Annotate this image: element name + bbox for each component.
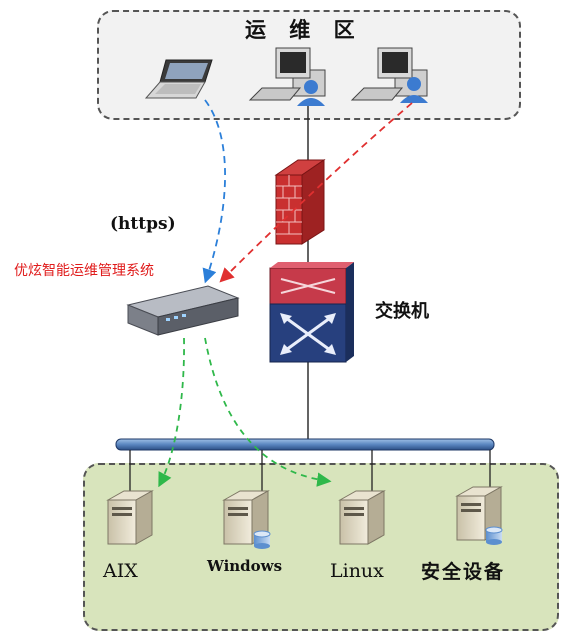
server-icon xyxy=(106,490,154,545)
switch-icon xyxy=(269,262,354,363)
green-flow-arrow-linux xyxy=(204,337,332,487)
workstation-icon xyxy=(248,47,326,106)
management-system-label: 优炫智能运维管理系统 xyxy=(14,263,154,279)
network-bus xyxy=(115,438,495,451)
server-label-windows: Windows xyxy=(207,557,283,575)
appliance-icon xyxy=(126,285,240,336)
database-icon xyxy=(485,526,503,545)
server-icon xyxy=(338,490,386,545)
server-label-aix: AIX xyxy=(103,560,138,582)
server-label-linux: Linux xyxy=(330,560,384,582)
green-flow-arrow-aix xyxy=(158,337,185,488)
switch-label: 交换机 xyxy=(375,301,429,322)
https-label: (https) xyxy=(110,214,176,234)
workstation-icon xyxy=(350,47,428,103)
server-drop-lines xyxy=(129,450,491,500)
ops-zone-title: 运 维 区 xyxy=(245,17,363,42)
firewall-icon xyxy=(274,159,326,245)
database-icon xyxy=(253,530,271,549)
server-label-security: 安全设备 xyxy=(421,561,506,583)
laptop-icon xyxy=(144,59,213,99)
blue-flow-arrow xyxy=(202,99,226,284)
